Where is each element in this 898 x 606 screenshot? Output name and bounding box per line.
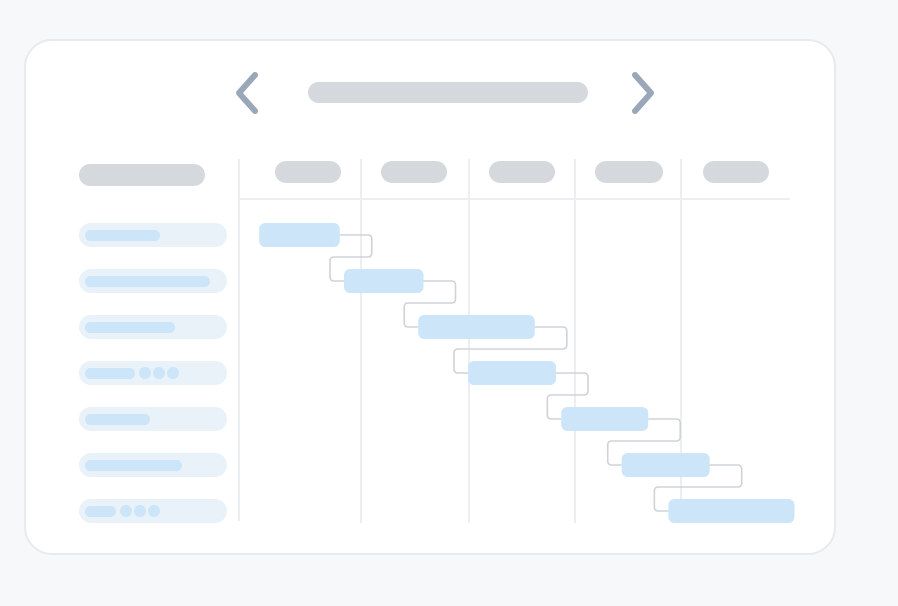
column-divider <box>468 159 470 523</box>
timeline-column-header <box>381 161 447 183</box>
task-dot <box>134 505 146 517</box>
task-dot <box>167 367 179 379</box>
sidebar-divider <box>238 159 240 521</box>
column-divider <box>360 159 362 523</box>
column-divider <box>680 159 682 523</box>
task-label <box>85 322 175 333</box>
dependency-connector <box>329 234 373 282</box>
task-row[interactable] <box>79 499 227 523</box>
timeline-column-header <box>489 161 555 183</box>
gantt-chart <box>259 223 795 523</box>
gantt-bar[interactable] <box>621 453 710 477</box>
next-period-button[interactable] <box>624 69 664 117</box>
task-dot <box>139 367 151 379</box>
dependency-connector <box>546 372 589 420</box>
header-divider <box>239 198 790 200</box>
chevron-left-icon <box>236 72 258 114</box>
task-dot <box>148 505 160 517</box>
gantt-bar[interactable] <box>468 361 556 385</box>
task-row[interactable] <box>79 361 227 385</box>
tasks-column-header <box>79 164 205 186</box>
task-label <box>85 460 182 471</box>
dependency-connector <box>403 280 457 328</box>
task-row[interactable] <box>79 269 227 293</box>
gantt-bar[interactable] <box>668 499 795 523</box>
gantt-card <box>24 39 836 555</box>
task-label <box>85 506 116 517</box>
task-row[interactable] <box>79 315 227 339</box>
timeline-column-header <box>595 161 663 183</box>
task-label <box>85 414 150 425</box>
gantt-bar[interactable] <box>259 223 340 247</box>
prev-period-button[interactable] <box>226 69 266 117</box>
period-title <box>308 82 588 103</box>
task-label <box>85 230 160 241</box>
chevron-right-icon <box>632 72 654 114</box>
task-label <box>85 276 210 287</box>
task-dot <box>153 367 165 379</box>
gantt-bar[interactable] <box>418 315 535 339</box>
task-label <box>85 368 135 379</box>
task-row[interactable] <box>79 407 227 431</box>
dependency-connector <box>606 418 682 466</box>
timeline-column-header <box>275 161 341 183</box>
dependency-connector <box>453 326 568 374</box>
dependency-connector <box>653 464 743 512</box>
timeline-column-header <box>703 161 769 183</box>
task-dot <box>120 505 132 517</box>
gantt-bar[interactable] <box>561 407 649 431</box>
task-row[interactable] <box>79 453 227 477</box>
column-divider <box>574 159 576 523</box>
gantt-bar[interactable] <box>344 269 424 293</box>
task-row[interactable] <box>79 223 227 247</box>
